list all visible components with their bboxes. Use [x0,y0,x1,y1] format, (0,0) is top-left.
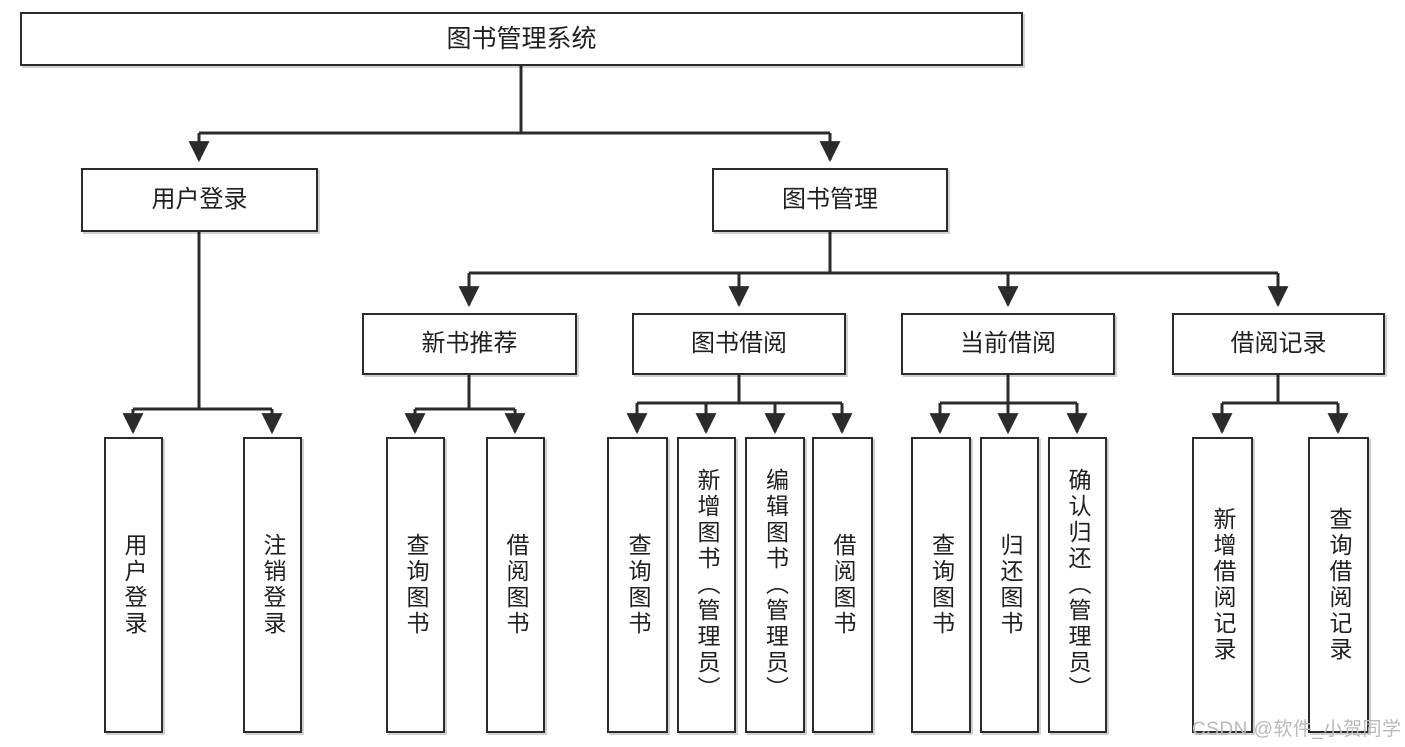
node-label: 新增图书（管理员） [694,468,720,702]
leaf-add-book-admin[interactable]: 新增图书（管理员） [677,437,736,733]
leaf-query-books-recommend[interactable]: 查询图书 [386,437,445,733]
node-root-system[interactable]: 图书管理系统 [20,12,1023,66]
node-label: 查询借阅记录 [1326,507,1352,663]
node-borrow-records[interactable]: 借阅记录 [1172,313,1385,375]
leaf-edit-book-admin[interactable]: 编辑图书（管理员） [745,437,805,733]
node-label: 查询图书 [403,533,429,637]
leaf-logout[interactable]: 注销登录 [243,437,302,733]
node-label: 用户登录 [151,186,248,214]
leaf-confirm-return-admin[interactable]: 确认归还（管理员） [1048,437,1107,733]
node-label: 确认归还（管理员） [1065,468,1091,702]
node-label: 归还图书 [997,533,1023,637]
leaf-query-borrow-record[interactable]: 查询借阅记录 [1308,437,1369,733]
node-label: 注销登录 [260,533,286,637]
leaf-borrow-books[interactable]: 借阅图书 [812,437,873,733]
leaf-query-books-borrow[interactable]: 查询图书 [607,437,668,733]
leaf-borrow-books-recommend[interactable]: 借阅图书 [486,437,545,733]
node-label: 查询图书 [928,533,955,637]
node-book-management[interactable]: 图书管理 [712,168,948,232]
node-label: 新增借阅记录 [1210,507,1236,663]
node-label: 新书推荐 [421,330,518,358]
node-label: 图书管理系统 [446,24,597,53]
node-label: 编辑图书（管理员） [762,468,789,702]
leaf-return-books[interactable]: 归还图书 [980,437,1039,733]
node-label: 图书管理 [782,186,878,214]
node-book-borrow[interactable]: 图书借阅 [632,313,846,375]
node-new-book-recommend[interactable]: 新书推荐 [362,313,577,375]
node-current-borrow[interactable]: 当前借阅 [901,313,1115,375]
node-label: 用户登录 [121,533,147,637]
node-label: 借阅记录 [1230,330,1327,358]
leaf-query-books-current[interactable]: 查询图书 [911,437,971,733]
leaf-add-borrow-record[interactable]: 新增借阅记录 [1192,437,1253,733]
node-label: 借阅图书 [503,533,529,637]
node-label: 借阅图书 [830,533,856,637]
node-label: 查询图书 [625,533,651,637]
node-label: 图书借阅 [691,330,787,358]
leaf-user-login[interactable]: 用户登录 [104,437,163,733]
node-user-login[interactable]: 用户登录 [81,168,318,232]
node-label: 当前借阅 [960,330,1056,358]
